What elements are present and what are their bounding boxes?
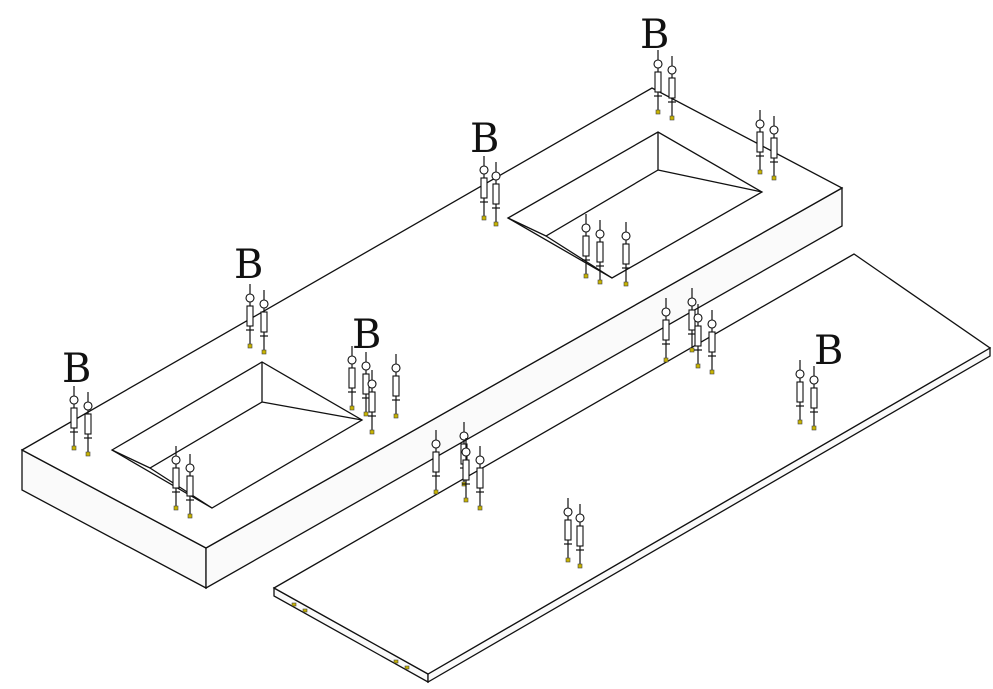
worktop-slab-with-recesses: [20, 87, 844, 590]
label-b: B: [234, 242, 263, 288]
support-pin: [171, 446, 181, 511]
support-pin: [69, 386, 79, 451]
slab-top-face: [20, 87, 844, 549]
recess-left: [110, 361, 364, 509]
support-pin: [653, 50, 663, 115]
label-b: B: [470, 116, 499, 162]
thin-panel: [272, 253, 992, 684]
label-b: B: [640, 12, 669, 58]
support-pin: [461, 438, 471, 503]
support-pin: [581, 214, 591, 279]
support-pin: [347, 346, 357, 411]
support-pin: [667, 56, 677, 121]
support-pin: [809, 366, 819, 431]
panel-edge-marker: [302, 608, 308, 613]
label-b: B: [62, 346, 91, 392]
support-pin: [755, 110, 765, 175]
support-pins: [69, 50, 819, 569]
label-b: B: [814, 328, 843, 374]
support-pin: [693, 304, 703, 369]
support-pin: [391, 354, 401, 419]
support-pin: [621, 222, 631, 287]
support-pin: [661, 298, 671, 363]
support-pin: [491, 162, 501, 227]
support-pin: [431, 430, 441, 495]
support-pin: [575, 504, 585, 569]
panel-edge-marker: [291, 602, 297, 607]
recess-right: [506, 131, 764, 279]
support-pin: [367, 370, 377, 435]
support-pin: [479, 156, 489, 221]
support-pin: [259, 290, 269, 355]
label-b: B: [352, 312, 381, 358]
support-pin: [769, 116, 779, 181]
support-pin: [563, 498, 573, 563]
panel-top-face: [272, 253, 992, 675]
panel-edge-marker: [404, 665, 410, 670]
support-pin: [83, 392, 93, 457]
panel-edge-marker: [393, 659, 399, 664]
support-pin: [245, 284, 255, 349]
support-pin: [595, 220, 605, 285]
support-pin: [707, 310, 717, 375]
support-pin: [795, 360, 805, 425]
support-pin: [185, 454, 195, 519]
support-pin: [475, 446, 485, 511]
